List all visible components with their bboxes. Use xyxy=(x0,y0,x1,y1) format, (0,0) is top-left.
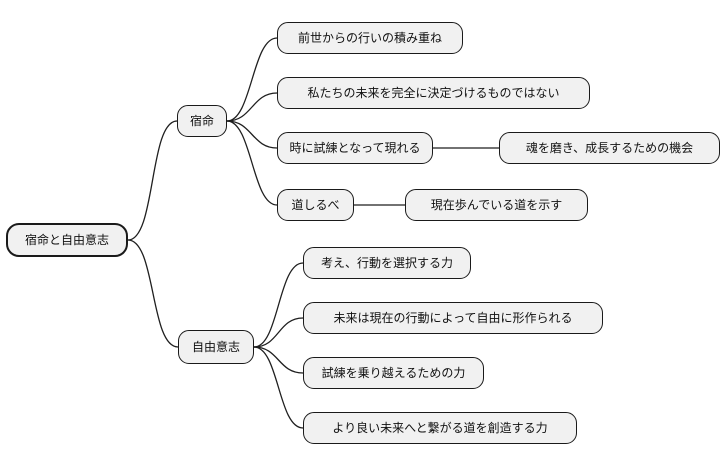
edge-fate-child-3 xyxy=(226,120,278,149)
edge-fate-child-1 xyxy=(226,37,278,122)
node-free-will[interactable]: 自由意志 xyxy=(178,330,254,364)
node-fate-not-fully-determine[interactable]: 私たちの未来を完全に決定づけるものではない xyxy=(277,77,590,109)
edge-free-will-child-2 xyxy=(253,317,304,348)
node-free-will-create-better-path[interactable]: より良い未来へと繋がる道を創造する力 xyxy=(303,412,577,444)
edge-free-will-child-4 xyxy=(253,346,304,429)
edge-free-will-child-3 xyxy=(253,346,304,374)
node-root[interactable]: 宿命と自由意志 xyxy=(6,223,128,257)
edge-fate-child-4 xyxy=(226,120,278,206)
node-free-will-future-shaped[interactable]: 未来は現在の行動によって自由に形作られる xyxy=(303,302,603,334)
node-fate-shows-current-path[interactable]: 現在歩んでいる道を示す xyxy=(405,189,588,221)
edge-fate-child-2 xyxy=(226,92,278,122)
node-fate-accumulated-deeds[interactable]: 前世からの行いの積み重ね xyxy=(277,22,463,54)
node-free-will-overcome-trials[interactable]: 試練を乗り越えるための力 xyxy=(303,357,484,389)
node-free-will-choose-actions[interactable]: 考え、行動を選択する力 xyxy=(303,247,471,279)
node-fate-appears-as-trials[interactable]: 時に試練となって現れる xyxy=(277,132,433,164)
node-fate[interactable]: 宿命 xyxy=(177,105,227,137)
edge-root-free-will xyxy=(127,239,179,348)
edge-free-will-child-1 xyxy=(253,262,304,348)
node-fate-guidepost[interactable]: 道しるべ xyxy=(277,189,354,221)
node-fate-growth-opportunity[interactable]: 魂を磨き、成長するための機会 xyxy=(499,132,720,164)
edge-root-fate xyxy=(127,120,178,241)
